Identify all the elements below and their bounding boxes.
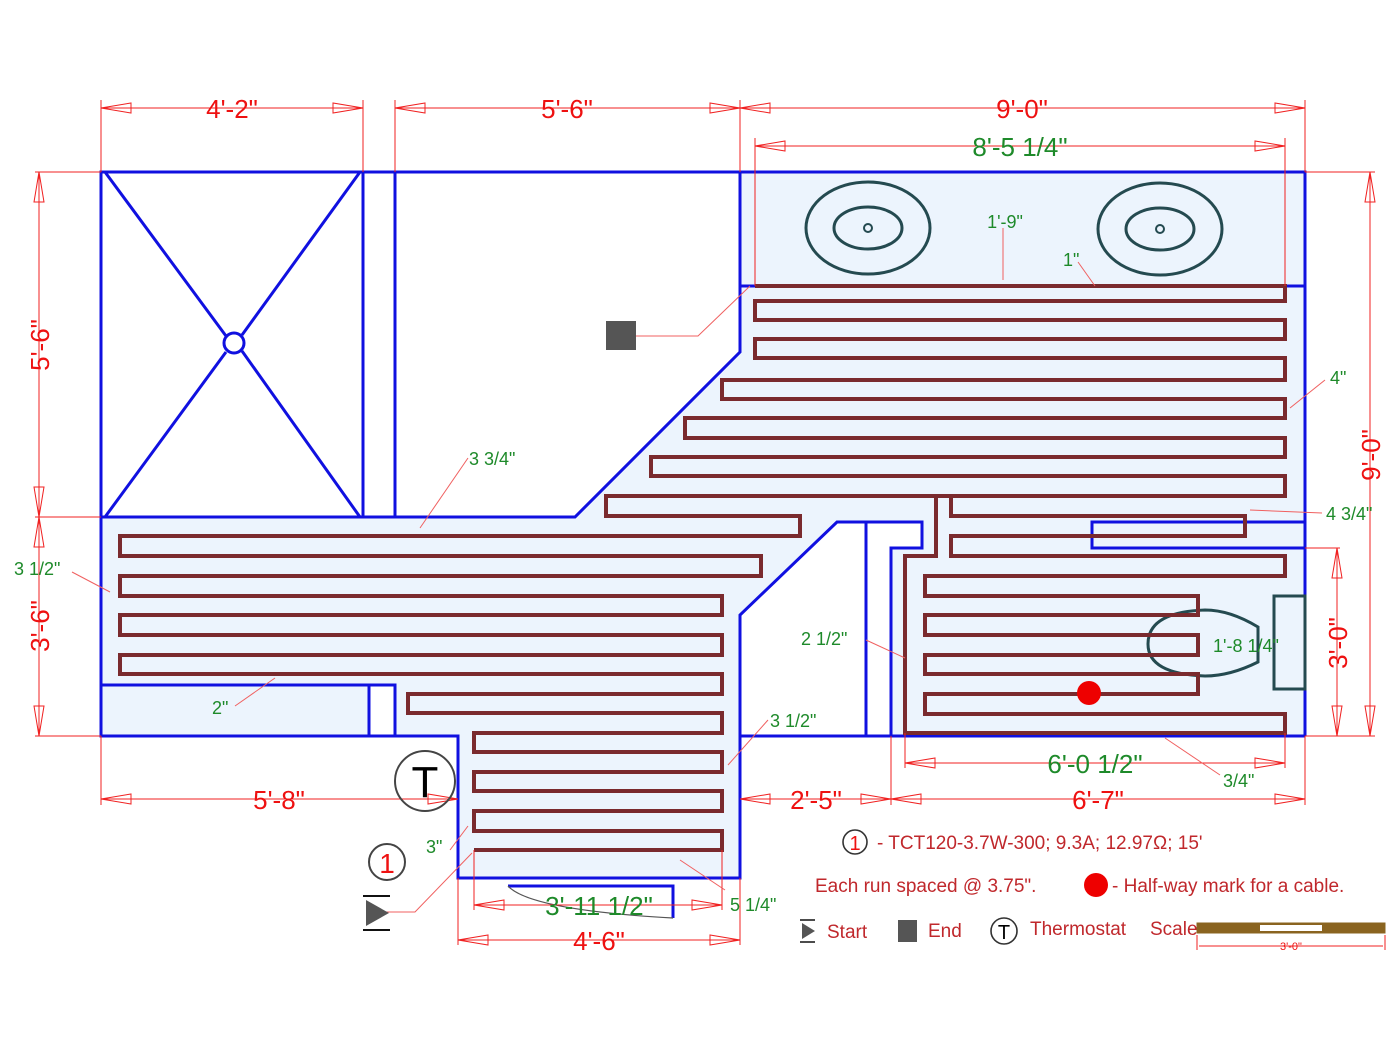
dim-top-left: 4'-2" <box>206 94 258 124</box>
dim-bottom-center-arrow-start <box>457 934 489 946</box>
shower-drain-icon <box>222 331 246 355</box>
dim-bottom-center-cable: 3'-11 1/2" <box>545 891 653 921</box>
dim-right-total: 9'-0" <box>1356 429 1386 481</box>
dim-bottom-left: 5'-8" <box>253 785 305 815</box>
cable-number-badge <box>368 843 406 881</box>
dim-top-left-arrow-start <box>100 102 132 114</box>
door-swing <box>507 885 674 919</box>
clearance-center-right: 3 1/2" <box>770 711 816 731</box>
clearance-right-bottom: 3/4" <box>1223 771 1254 791</box>
sink-left-outer <box>804 180 932 276</box>
scale-bar <box>1196 922 1386 950</box>
dim-bottom-gap: 2'-5" <box>790 785 842 815</box>
dim-bottom-right-arrow-end <box>1274 793 1306 805</box>
clearance-vanity-gap: 1" <box>1063 250 1079 270</box>
dim-vanity-cable-arrow-start <box>754 140 786 152</box>
dim-right-lower-arrow-end <box>1331 705 1343 737</box>
dim-bottom-gap-arrow-end <box>860 793 892 805</box>
dim-bottom-center-cable-arrow-start <box>473 899 505 911</box>
plan-symbols: T 1 <box>363 321 1101 931</box>
clearance-center-left: 3" <box>426 837 442 857</box>
legend-cable-number: 1 <box>849 833 860 855</box>
dim-top-left-arrow-end <box>332 102 364 114</box>
legend-thermostat-label: Thermostat <box>1030 919 1127 940</box>
dim-right-lower: 3'-0" <box>1323 617 1353 669</box>
clearance-right-left: 2 1/2" <box>801 629 847 649</box>
legend-thermostat-icon <box>990 917 1018 945</box>
legend-start-label: Start <box>827 922 868 943</box>
legend-thermostat-letter: T <box>998 922 1010 944</box>
legend-start-icon <box>800 919 815 943</box>
clearance-labels: 1'-9" 1" 4" 4 3/4" 3 3/4" 3 1/2" 2" 3 1/… <box>14 212 1372 915</box>
heating-cable <box>118 284 1287 852</box>
cable-run-main <box>118 284 1287 852</box>
clearance-toilet: 1'-8 1/4" <box>1213 636 1279 656</box>
legend-halfway-icon <box>1084 873 1108 897</box>
dim-top-right-arrow-end <box>1274 102 1306 114</box>
dim-bottom-center: 4'-6" <box>573 926 625 956</box>
dim-bottom-gap-arrow-start <box>739 793 771 805</box>
clearance-leaders <box>71 228 1326 913</box>
legend-cable-spec: - TCT120-3.7W-300; 9.3A; 12.97Ω; 15' <box>877 833 1203 854</box>
dim-right-total-arrow-end <box>1364 705 1376 737</box>
dim-bottom-right-arrow-start <box>890 793 922 805</box>
thermostat-letter: T <box>412 758 439 807</box>
dim-vanity-cable-arrow-end <box>1254 140 1286 152</box>
dim-left-lower-arrow-end <box>33 705 45 737</box>
clearance-left-bottom: 2" <box>212 698 228 718</box>
dim-top-right-arrow-start <box>739 102 771 114</box>
dimension-labels: 4'-2" 5'-6" 9'-0" 8'-5 1/4" 5'-6" 3'-6" … <box>25 94 1386 956</box>
toilet-bowl <box>1146 608 1260 678</box>
dim-left-upper-arrow-end <box>33 486 45 518</box>
dim-top-middle-arrow-start <box>394 102 426 114</box>
start-marker-icon <box>363 895 390 931</box>
clearance-right-wall: 4" <box>1330 368 1346 388</box>
clearance-center-bottom: 5 1/4" <box>730 895 776 915</box>
legend-halfway-note: - Half-way mark for a cable. <box>1112 876 1344 897</box>
legend-spacing-note: Each run spaced @ 3.75". <box>815 876 1036 897</box>
toilet-tank <box>1272 594 1307 691</box>
sink-right-outer <box>1096 181 1224 277</box>
dim-top-middle-arrow-end <box>709 102 741 114</box>
dim-bottom-left-arrow-start <box>100 793 132 805</box>
fixtures <box>804 180 1307 691</box>
sink-right-drain-icon <box>1155 224 1165 234</box>
dim-right-total-arrow-start <box>1364 171 1376 203</box>
legend-end-icon <box>898 920 917 942</box>
end-marker-icon <box>606 321 636 350</box>
legend-scale-value: 3'-0" <box>1280 941 1302 953</box>
clearance-right-notch: 4 3/4" <box>1326 504 1372 524</box>
clearance-vanity-depth: 1'-9" <box>987 212 1023 232</box>
cable-number: 1 <box>379 848 395 879</box>
halfway-mark-icon <box>1077 681 1101 705</box>
dim-bottom-right: 6'-7" <box>1072 785 1124 815</box>
heated-floor-area <box>101 172 1305 878</box>
legend: 1 - TCT120-3.7W-300; 9.3A; 12.97Ω; 15' E… <box>800 829 1386 953</box>
dimension-lines <box>33 100 1376 946</box>
dim-bottom-center-cable-arrow-end <box>691 899 723 911</box>
dim-left-lower: 3'-6" <box>25 600 55 652</box>
dim-right-lower-arrow-start <box>1331 547 1343 579</box>
clearance-upper-left: 3 3/4" <box>469 449 515 469</box>
dim-top-middle: 5'-6" <box>541 94 593 124</box>
clearance-left-wall: 3 1/2" <box>14 559 60 579</box>
dim-top-right: 9'-0" <box>996 94 1048 124</box>
dim-bottom-center-arrow-end <box>709 934 741 946</box>
dim-bottom-right-cable-arrow-end <box>1254 757 1286 769</box>
legend-cable-badge <box>842 829 868 855</box>
legend-scale-label: Scale <box>1150 919 1198 940</box>
dim-bottom-left-arrow-end <box>427 793 459 805</box>
dim-left-upper: 5'-6" <box>25 319 55 371</box>
legend-end-label: End <box>928 921 962 942</box>
dim-left-upper-arrow-start <box>33 171 45 203</box>
dim-left-lower-arrow-start <box>33 516 45 548</box>
thermostat-icon[interactable] <box>394 750 456 812</box>
dim-bottom-right-cable-arrow-start <box>904 757 936 769</box>
dim-bottom-right-cable: 6'-0 1/2" <box>1047 749 1142 779</box>
sink-left-drain-icon <box>863 223 873 233</box>
dim-vanity-cable: 8'-5 1/4" <box>972 132 1067 162</box>
cable-run-right <box>903 496 1287 735</box>
